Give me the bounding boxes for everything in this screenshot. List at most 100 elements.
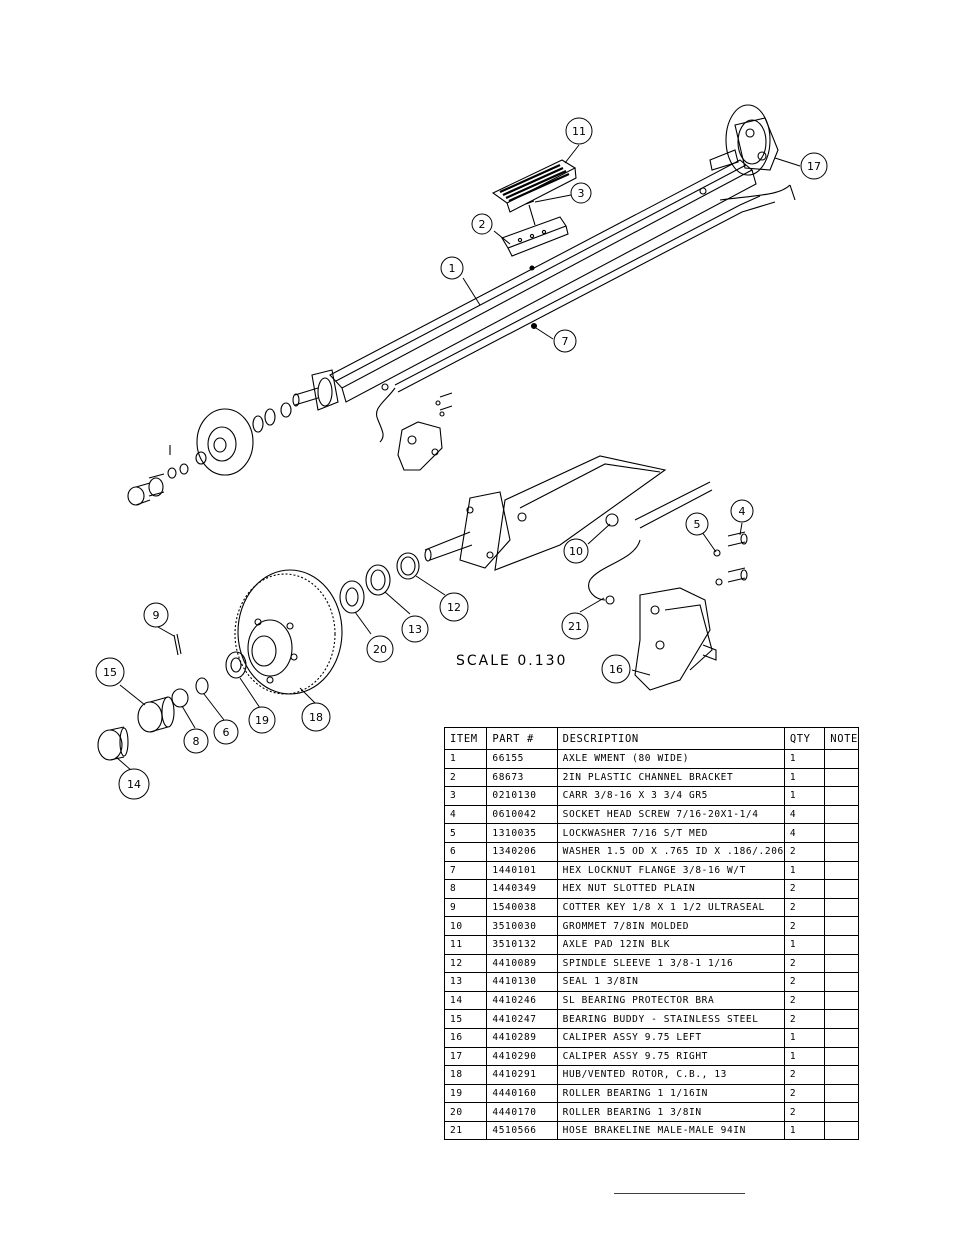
cell-description: LOCKWASHER 7/16 S/T MED xyxy=(556,823,785,843)
callout-circle xyxy=(471,213,493,235)
cell-description: HUB/VENTED ROTOR, C.B., 13 xyxy=(556,1065,785,1085)
cell-qty: 2 xyxy=(783,1102,826,1122)
callout-number: 21 xyxy=(568,620,582,633)
cell-description: ROLLER BEARING 1 1/16IN xyxy=(556,1083,785,1104)
callout-number: 7 xyxy=(562,335,569,348)
cell-part: 1310035 xyxy=(486,823,558,843)
callout-circle xyxy=(118,768,150,800)
callout-number: 10 xyxy=(569,545,583,558)
upper-brake-line xyxy=(376,184,796,443)
cell-item: 15 xyxy=(443,1009,488,1029)
cell-qty: 2 xyxy=(783,897,826,918)
lower-axle-section xyxy=(424,455,667,571)
cell-item: 19 xyxy=(443,1083,488,1104)
cell-note xyxy=(824,916,859,936)
callout-number: 13 xyxy=(408,623,422,636)
cell-description: HEX LOCKNUT FLANGE 3/8-16 W/T xyxy=(556,860,785,881)
upper-bearings xyxy=(252,402,292,433)
caliper-left-large xyxy=(634,587,717,691)
callout-circle xyxy=(248,706,276,734)
cell-note xyxy=(824,860,859,881)
callout-number: 16 xyxy=(609,663,623,676)
cell-part: 4410290 xyxy=(486,1046,558,1067)
cell-qty: 2 xyxy=(783,879,826,899)
caliper-right xyxy=(709,104,779,176)
cell-note xyxy=(824,1102,859,1122)
upper-bearing-buddy xyxy=(127,445,189,506)
callout-number: 17 xyxy=(807,160,821,173)
cell-qty: 2 xyxy=(783,916,826,936)
header-item: ITEM xyxy=(443,727,488,750)
caliper-left-small xyxy=(397,392,453,471)
cell-item: 12 xyxy=(443,953,488,974)
lower-brake-line xyxy=(588,481,713,605)
callout-circle xyxy=(563,538,589,564)
cell-note xyxy=(824,823,859,843)
cell-description: SOCKET HEAD SCREW 7/16-20X1-1/4 xyxy=(556,804,785,825)
cell-note xyxy=(824,953,859,974)
cell-note xyxy=(824,749,859,769)
cell-qty: 4 xyxy=(783,823,826,843)
cell-part: 0210130 xyxy=(486,786,558,806)
cell-qty: 1 xyxy=(783,749,826,769)
cell-part: 4410130 xyxy=(486,972,558,992)
callout-number: 14 xyxy=(127,778,141,791)
cell-description: 2IN PLASTIC CHANNEL BRACKET xyxy=(556,767,785,788)
cell-description: AXLE WMENT (80 WIDE) xyxy=(556,749,785,769)
cell-description: GROMMET 7/8IN MOLDED xyxy=(556,916,785,936)
header-part: PART # xyxy=(486,727,558,750)
callout-circle xyxy=(553,329,577,353)
cell-part: 3510030 xyxy=(486,916,558,936)
cell-item: 20 xyxy=(443,1102,488,1122)
cell-note xyxy=(824,786,859,806)
callout-number: 8 xyxy=(193,735,200,748)
cell-item: 21 xyxy=(443,1120,488,1141)
cell-qty: 2 xyxy=(783,1009,826,1029)
cell-item: 14 xyxy=(443,990,488,1011)
cell-part: 1340206 xyxy=(486,841,558,862)
callout-number: 9 xyxy=(153,609,160,622)
scale-label: SCALE 0.130 xyxy=(456,653,568,669)
callout-number: 6 xyxy=(223,726,230,739)
cell-note xyxy=(824,879,859,899)
callout-circle xyxy=(143,602,169,628)
locknut xyxy=(530,322,538,330)
caliper-bolts xyxy=(713,531,748,586)
header-qty: QTY xyxy=(783,727,826,750)
cell-part: 1540038 xyxy=(486,897,558,918)
cell-note xyxy=(824,934,859,955)
cell-description: SPINDLE SLEEVE 1 3/8-1 1/16 xyxy=(556,953,785,974)
callout-number: 12 xyxy=(447,601,461,614)
cell-note xyxy=(824,990,859,1011)
callout-number: 4 xyxy=(739,505,746,518)
cell-item: 13 xyxy=(443,972,488,992)
callout-circle xyxy=(601,654,631,684)
cell-item: 6 xyxy=(443,841,488,862)
cell-description: WASHER 1.5 OD X .765 ID X .186/.206 xyxy=(556,841,785,862)
cell-part: 4440160 xyxy=(486,1083,558,1104)
cell-item: 9 xyxy=(443,897,488,918)
footer-link[interactable] xyxy=(614,1193,745,1194)
cell-qty: 1 xyxy=(783,1120,826,1141)
cell-qty: 1 xyxy=(783,1027,826,1048)
cell-note xyxy=(824,1065,859,1085)
cell-qty: 1 xyxy=(783,767,826,788)
cell-item: 5 xyxy=(443,823,488,843)
small-hardware xyxy=(97,633,247,761)
header-description: DESCRIPTION xyxy=(556,727,785,750)
